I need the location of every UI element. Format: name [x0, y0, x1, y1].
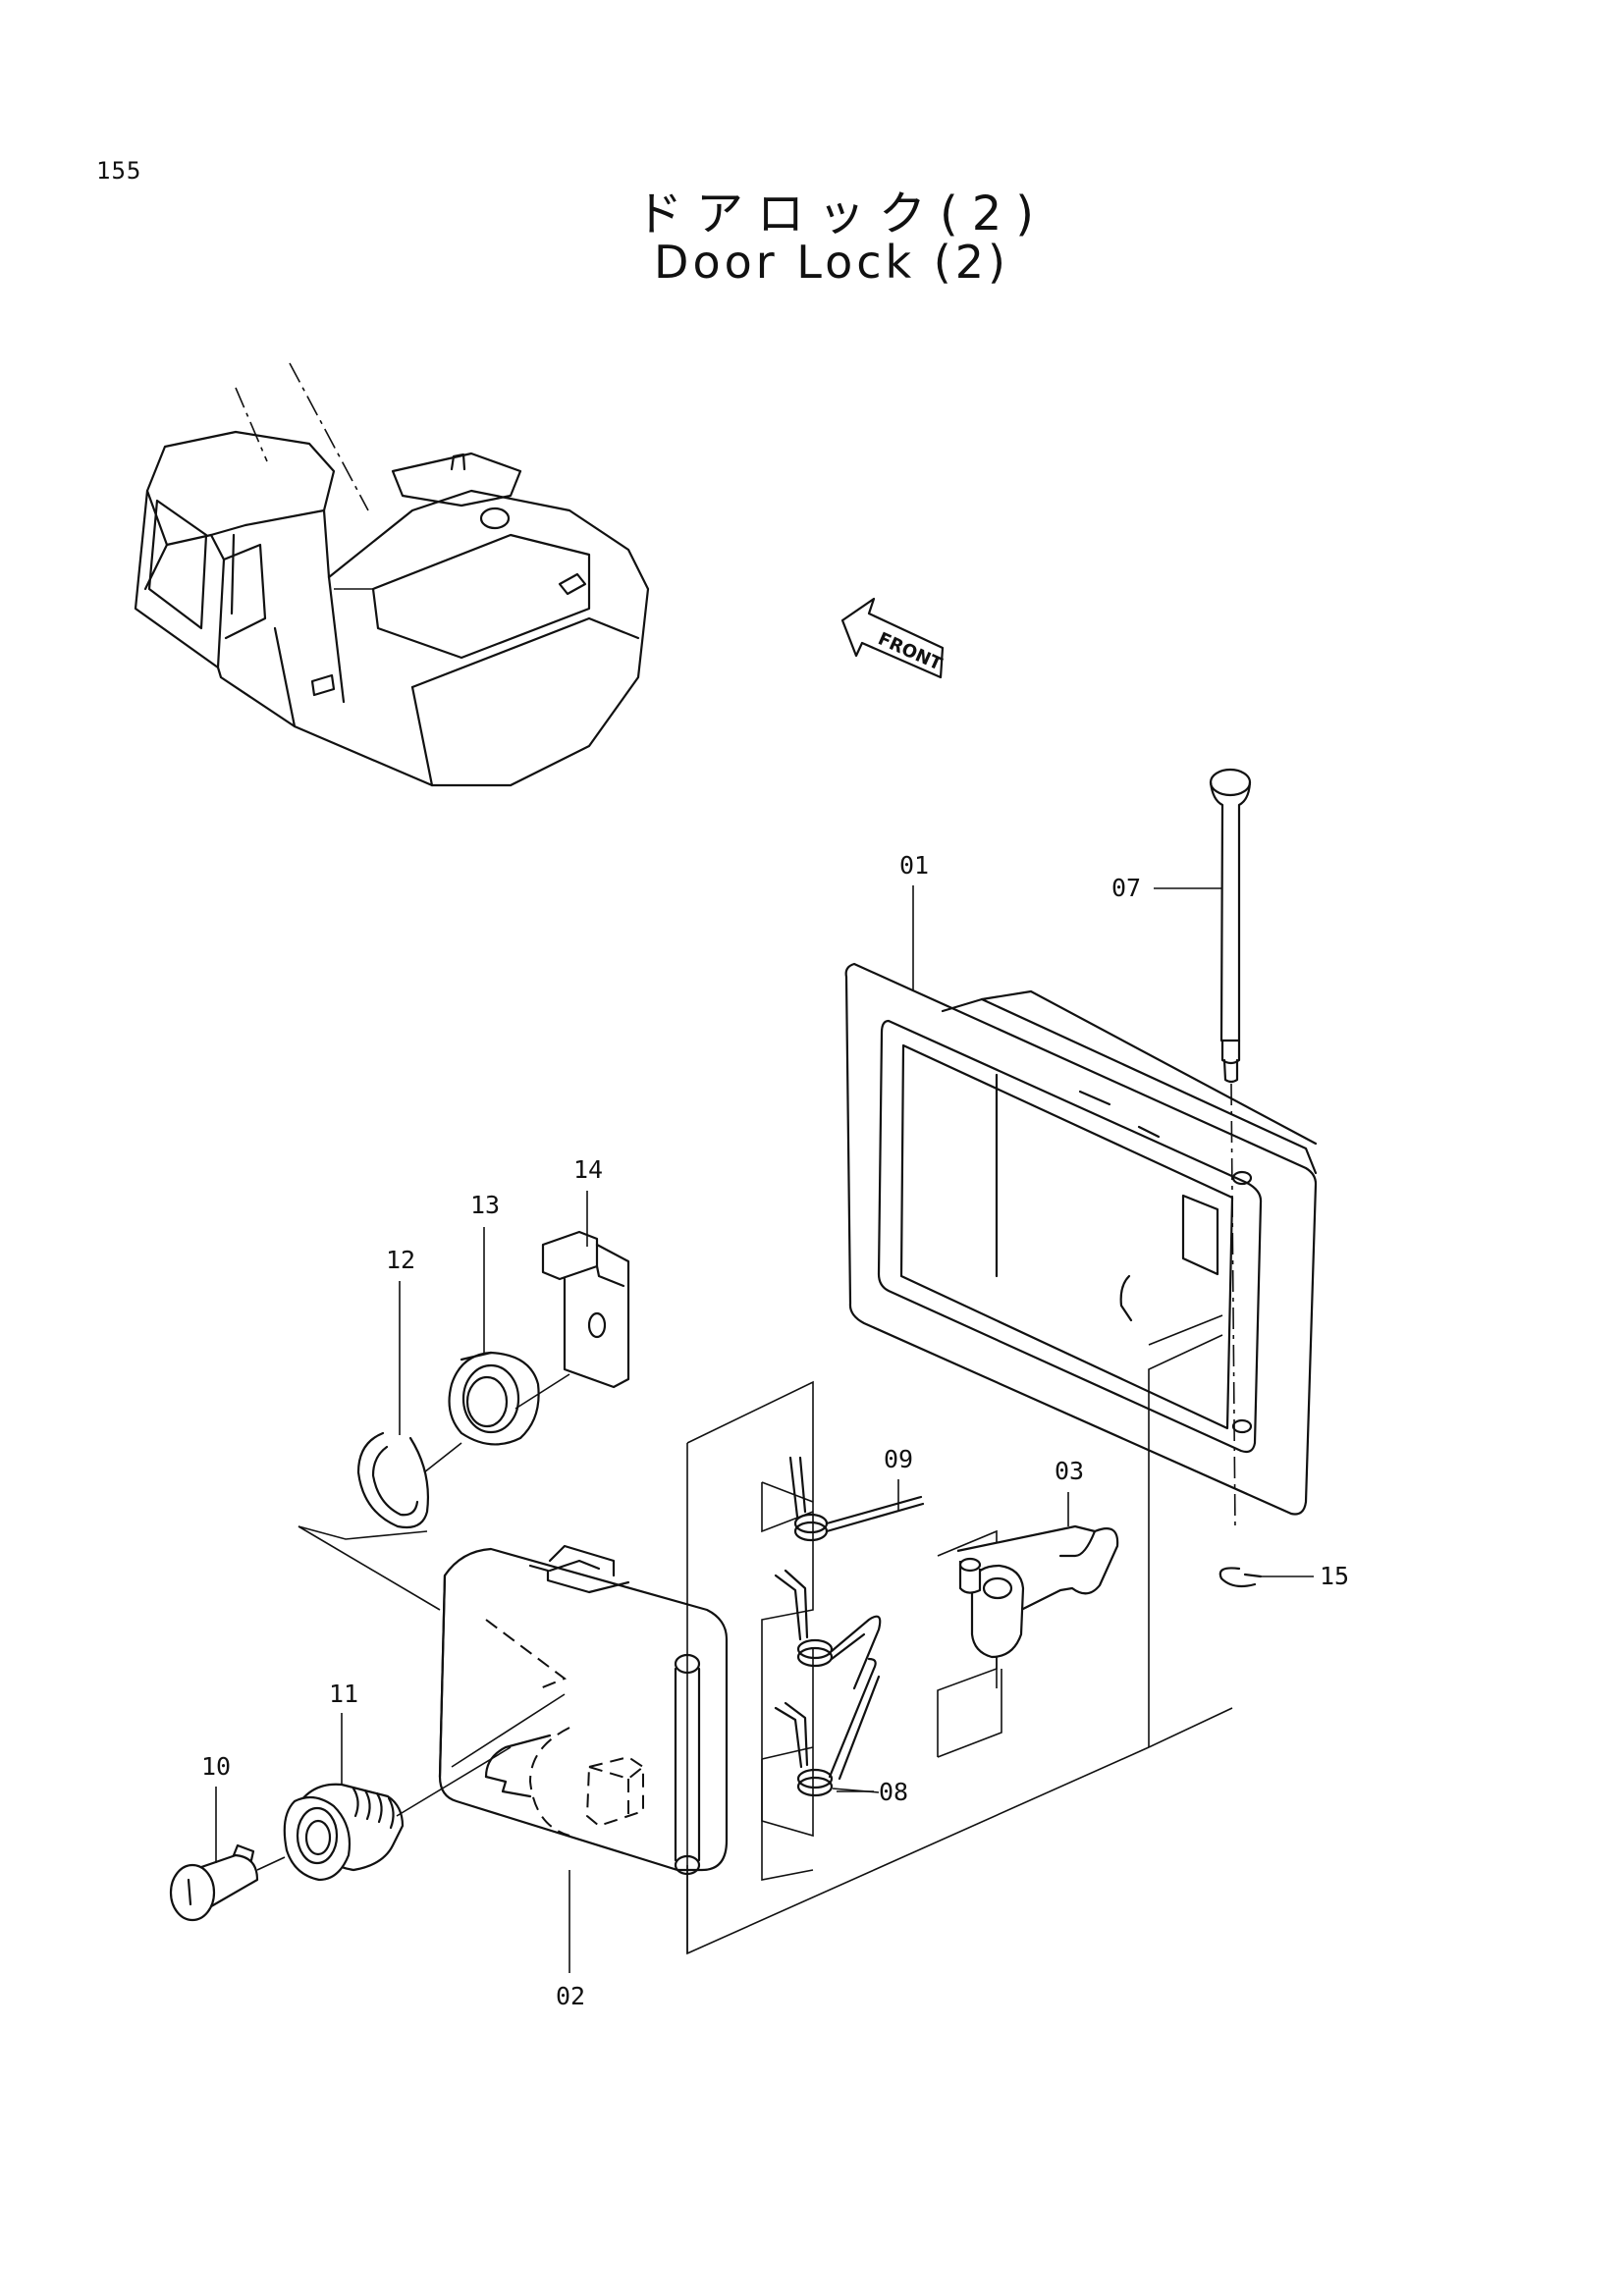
part-labels: 01 07 14 13 12 09 03 15 08 11 10 02: [201, 851, 1349, 2010]
part-12-retaining-ring: [356, 1431, 462, 1529]
label-part-10: 10: [201, 1752, 231, 1781]
part-13-nut: [448, 1351, 570, 1446]
label-part-02: 02: [556, 1982, 585, 2010]
part-01-handle-housing: [844, 962, 1318, 1516]
part-10-key-cylinder: [169, 1843, 286, 1922]
part-07-pin: [1209, 768, 1252, 1532]
label-part-11: 11: [329, 1680, 358, 1708]
label-part-13: 13: [470, 1191, 500, 1219]
page-title-japanese: ドアロック(2): [635, 187, 1048, 241]
part-02-base-body: [438, 1544, 729, 1876]
label-part-15: 15: [1320, 1562, 1349, 1590]
label-part-12: 12: [386, 1246, 415, 1274]
excavator-overview-illustration: [134, 362, 650, 787]
part-08-springs: [774, 1569, 882, 1797]
label-part-14: 14: [573, 1155, 603, 1184]
part-11-bushing: [283, 1746, 512, 1882]
part-14-plate: [541, 1230, 630, 1389]
label-part-03: 03: [1055, 1457, 1084, 1485]
label-part-07: 07: [1111, 874, 1141, 902]
label-part-01: 01: [899, 851, 929, 880]
part-09-spring: [788, 1456, 925, 1542]
page-number: 155: [96, 157, 142, 185]
assembly-frame-outline: [298, 1334, 1233, 1955]
front-direction-arrow: FRONT: [840, 597, 946, 679]
part-15-snap-ring: [1218, 1567, 1263, 1588]
label-part-09: 09: [884, 1445, 913, 1473]
label-part-08: 08: [879, 1778, 908, 1806]
page-title-english: Door Lock (2): [654, 236, 1009, 289]
leader-lines: [215, 885, 1314, 1973]
part-03-lever: [956, 1524, 1119, 1659]
front-arrow-label: FRONT: [875, 628, 946, 674]
